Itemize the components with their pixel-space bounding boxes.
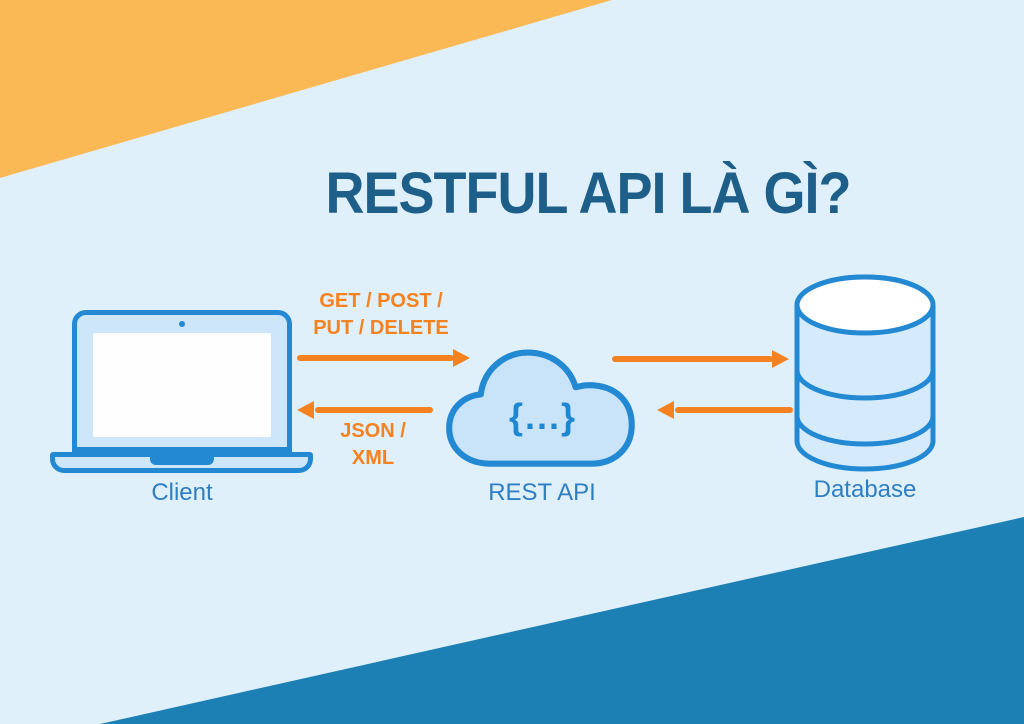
request-methods-label: GET / POST / PUT / DELETE <box>313 290 449 339</box>
webcam-dot-icon <box>179 321 185 327</box>
client-label: Client <box>151 479 213 506</box>
arrow-shaft <box>315 407 433 413</box>
laptop-screen-bezel <box>72 310 292 452</box>
arrow-shaft <box>612 356 773 362</box>
rest-api-label: REST API <box>488 479 596 506</box>
laptop-notch <box>149 457 214 465</box>
page-title: RESTFUL API LÀ GÌ? <box>325 161 851 226</box>
database-label: Database <box>813 476 917 503</box>
arrow-head-right-icon <box>453 349 470 367</box>
laptop-base <box>50 452 313 473</box>
cloud-icon <box>446 349 635 467</box>
arrow-shaft <box>297 355 454 361</box>
arrow-shaft <box>675 407 793 413</box>
code-braces-symbol: {...} <box>508 396 578 437</box>
arrow-head-left-icon <box>657 401 674 419</box>
laptop-screen <box>93 333 271 437</box>
database-cylinder-icon <box>794 274 936 472</box>
arrow-head-left-icon <box>297 401 314 419</box>
response-format-label: JSON / XML <box>340 420 406 469</box>
arrow-head-right-icon <box>772 350 789 368</box>
